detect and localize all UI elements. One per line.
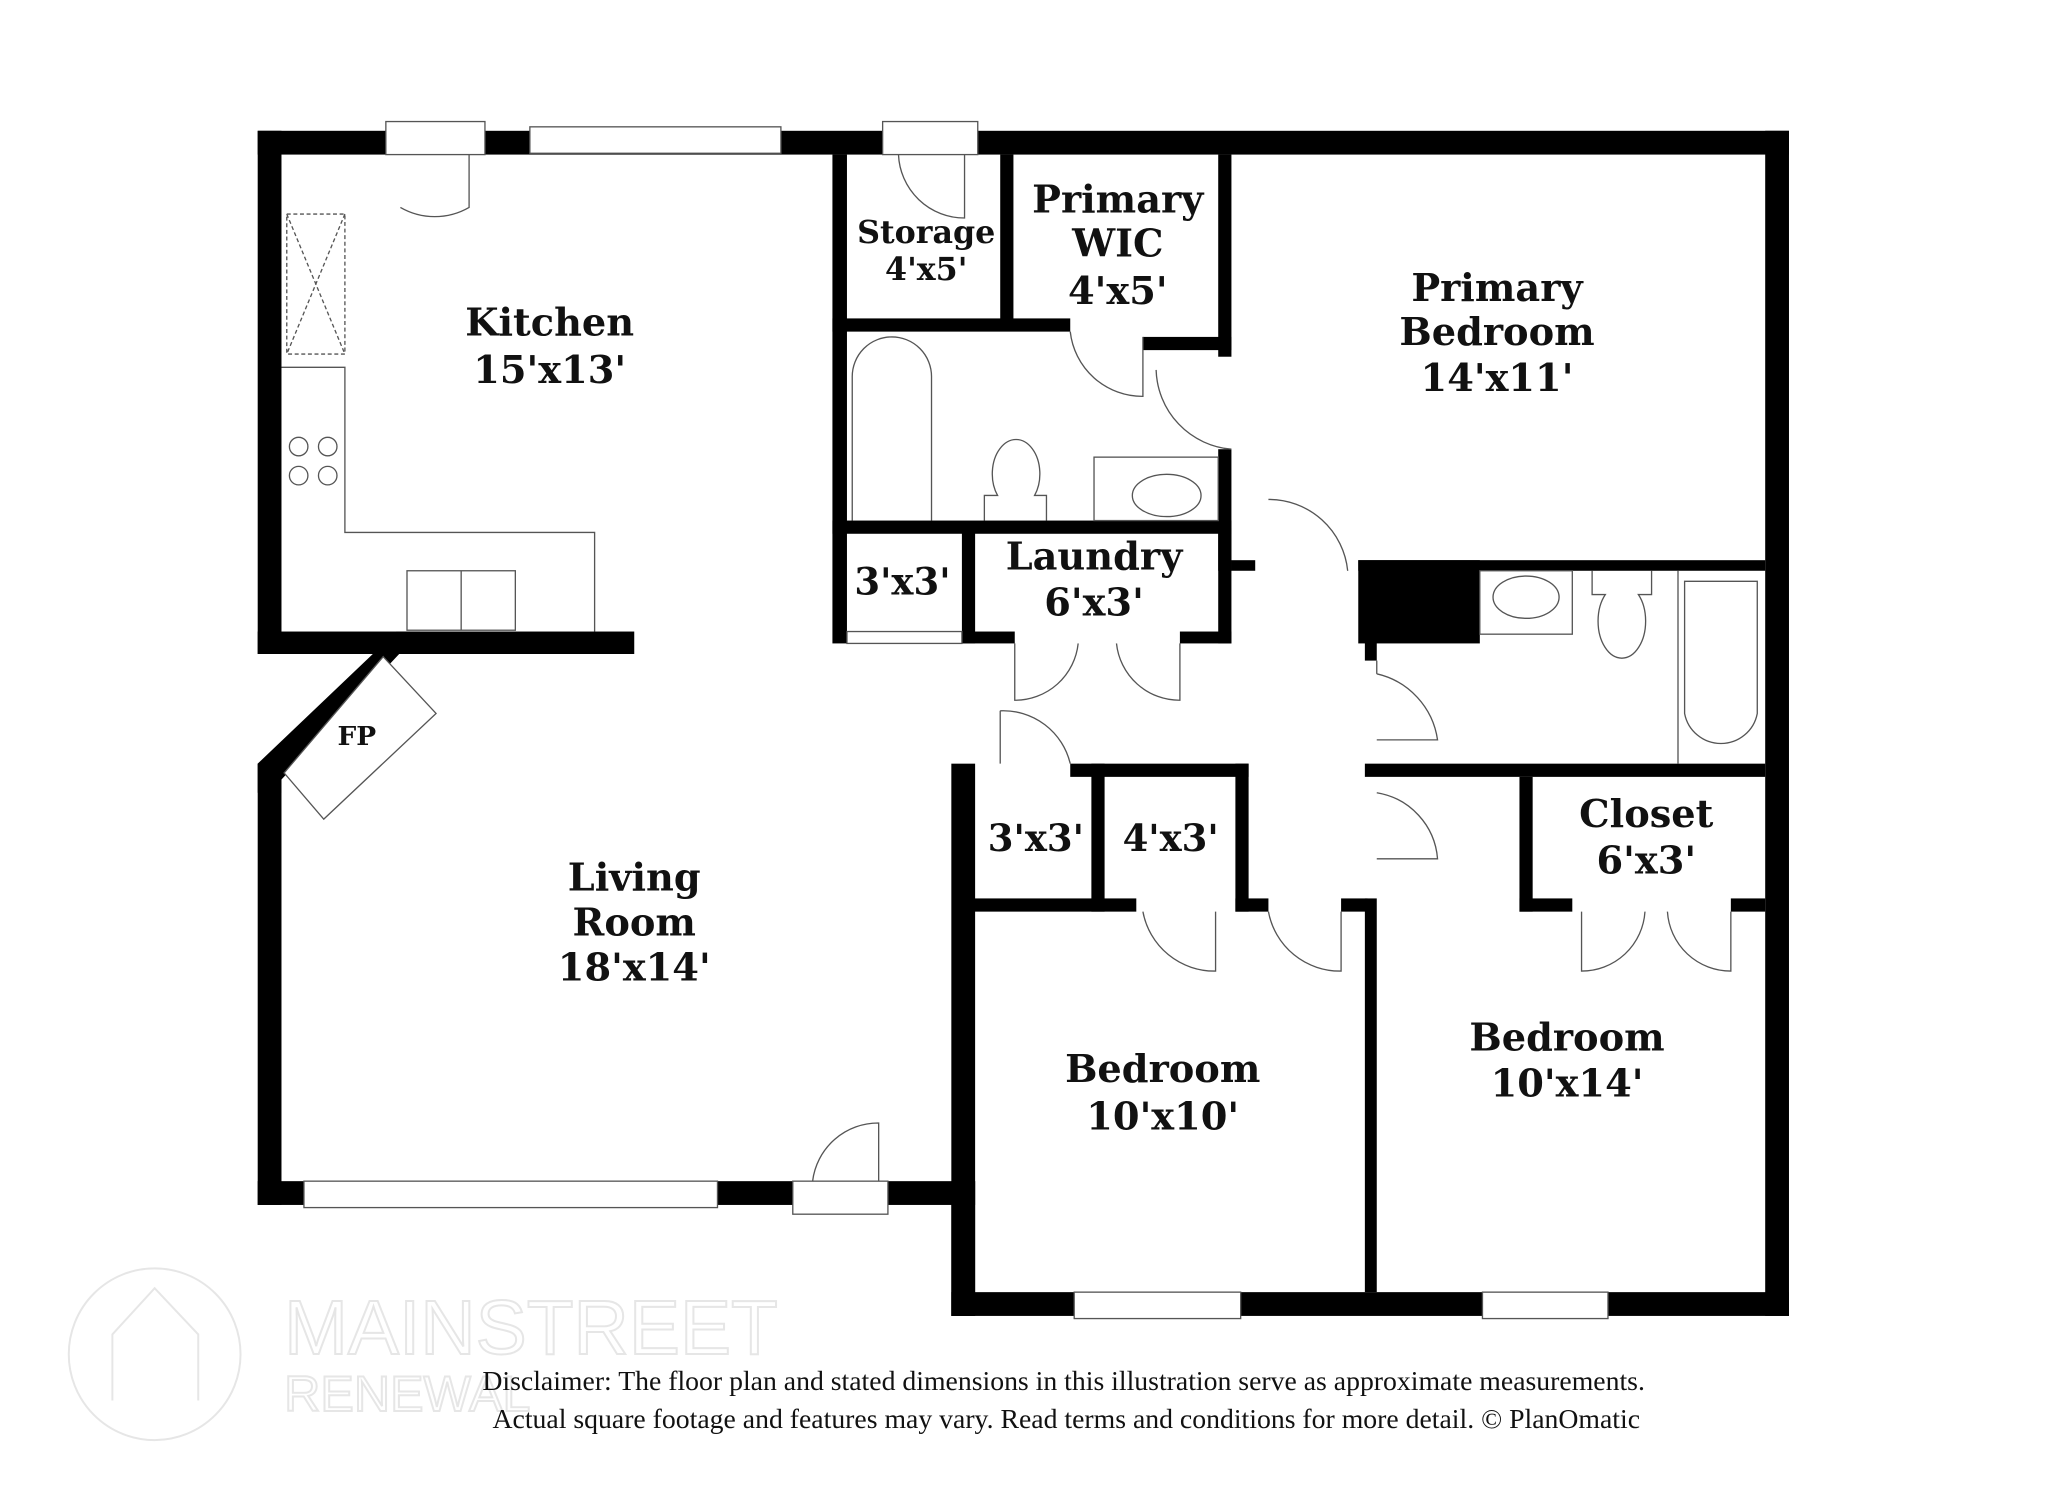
primary-bedroom-name-2: Bedroom <box>1399 310 1594 355</box>
laundry-name: Laundry <box>1006 534 1184 579</box>
fireplace-label: FP <box>337 721 376 752</box>
room-labels: Kitchen 15'x13' Storage 4'x5' Primary WI… <box>337 178 1713 1140</box>
kitchen-name: Kitchen <box>465 301 634 346</box>
wic-size: 4'x5' <box>1068 269 1168 314</box>
watermark-circle-icon <box>67 1267 242 1442</box>
vanity <box>1093 456 1219 522</box>
bathtub <box>1677 570 1758 764</box>
toilet <box>1591 570 1653 659</box>
living-room-size: 18'x14' <box>558 945 711 990</box>
living-room-name-1: Living <box>568 855 701 900</box>
disclaimer-line-2: Actual square footage and features may v… <box>493 1404 1641 1435</box>
vanity <box>1479 570 1573 635</box>
closet-b-size: 3'x3' <box>988 816 1084 860</box>
watermark-text-2: RENEWAL <box>284 1366 530 1422</box>
storage-size: 4'x5' <box>885 251 967 288</box>
disclaimer: Disclaimer: The floor plan and stated di… <box>482 1366 1645 1435</box>
fixtures <box>281 213 1758 821</box>
window <box>529 126 782 154</box>
primary-bedroom-size: 14'x11' <box>1421 356 1574 401</box>
window <box>1073 1291 1242 1320</box>
closet-name: Closet <box>1579 792 1713 837</box>
fridge <box>286 213 346 355</box>
kitchen-counter <box>281 366 596 632</box>
window <box>1481 1291 1609 1320</box>
windows <box>303 126 1609 1320</box>
window <box>303 1180 719 1209</box>
watermark-text-1: MAINSTREET <box>284 1286 778 1371</box>
watermark-logo: MAINSTREET RENEWAL <box>67 1267 779 1442</box>
toilet <box>983 438 1048 521</box>
kitchen-sink <box>406 570 516 631</box>
closet-a-size: 3'x3' <box>854 560 950 604</box>
closet-c-size: 4'x3' <box>1123 816 1219 860</box>
laundry-size: 6'x3' <box>1044 581 1144 626</box>
storage-name: Storage <box>857 214 995 251</box>
bedroom-a-name: Bedroom <box>1065 1047 1260 1092</box>
living-room-name-2: Room <box>573 900 696 945</box>
primary-bedroom-name-1: Primary <box>1411 266 1584 311</box>
wic-name-2: WIC <box>1071 221 1163 266</box>
fireplace-hearth <box>283 655 437 821</box>
disclaimer-line-1: Disclaimer: The floor plan and stated di… <box>482 1366 1645 1397</box>
closet-size: 6'x3' <box>1596 838 1696 883</box>
bathtub <box>851 336 933 521</box>
watermark-arrow-icon <box>111 1286 200 1401</box>
kitchen-size: 15'x13' <box>473 348 626 393</box>
wic-name-1: Primary <box>1032 178 1205 223</box>
bedroom-b-size: 10'x14' <box>1491 1062 1644 1107</box>
doors <box>385 120 1732 1215</box>
bedroom-a-size: 10'x10' <box>1086 1095 1239 1140</box>
stove-icon <box>288 436 338 486</box>
bedroom-b-name: Bedroom <box>1469 1015 1664 1060</box>
